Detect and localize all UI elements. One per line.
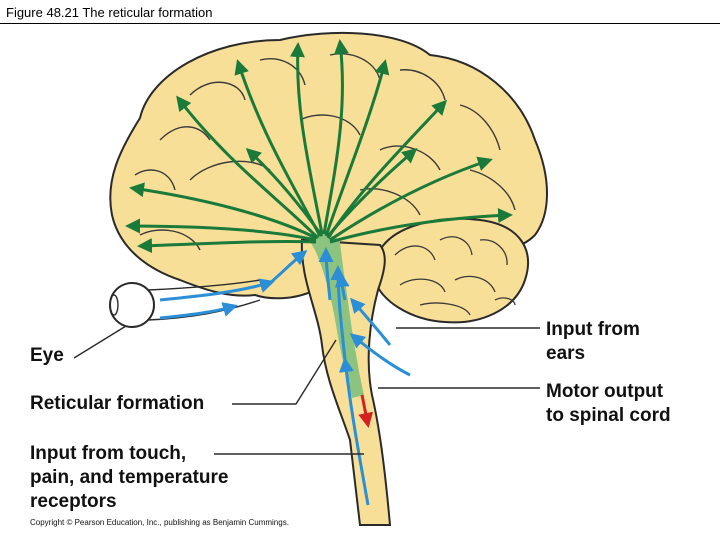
eye-label: Eye (30, 345, 64, 366)
eye (109, 279, 261, 328)
motor-output-label-line1: Motor output (546, 381, 664, 402)
ears-input-label-line1: Input from (546, 319, 640, 340)
cortical-arrows (125, 39, 513, 254)
copyright-notice: Copyright © Pearson Education, Inc., pub… (30, 518, 289, 527)
touch-input-label-line1: Input from touch, (30, 443, 187, 464)
reticular-leader-line (232, 339, 337, 405)
motor-output-label-line2: to spinal cord (546, 405, 671, 426)
touch-input-label-line2: pain, and temperature (30, 467, 229, 488)
brainstem (300, 238, 392, 526)
reticular-formation-label: Reticular formation (30, 393, 205, 414)
cerebellum (373, 217, 529, 324)
header-divider (0, 23, 720, 24)
touch-input-label-line3: receptors (30, 491, 117, 512)
reticular-formation (308, 233, 364, 398)
figure-header: Figure 48.21 The reticular formation (0, 0, 720, 24)
leader-lines (73, 325, 540, 455)
ears-input-label-line2: ears (546, 343, 586, 364)
figure-title: Figure 48.21 The reticular formation (6, 5, 213, 20)
motor-output-arrow (358, 394, 374, 428)
sensory-arrows (159, 247, 411, 506)
eye-leader-line (73, 325, 127, 359)
